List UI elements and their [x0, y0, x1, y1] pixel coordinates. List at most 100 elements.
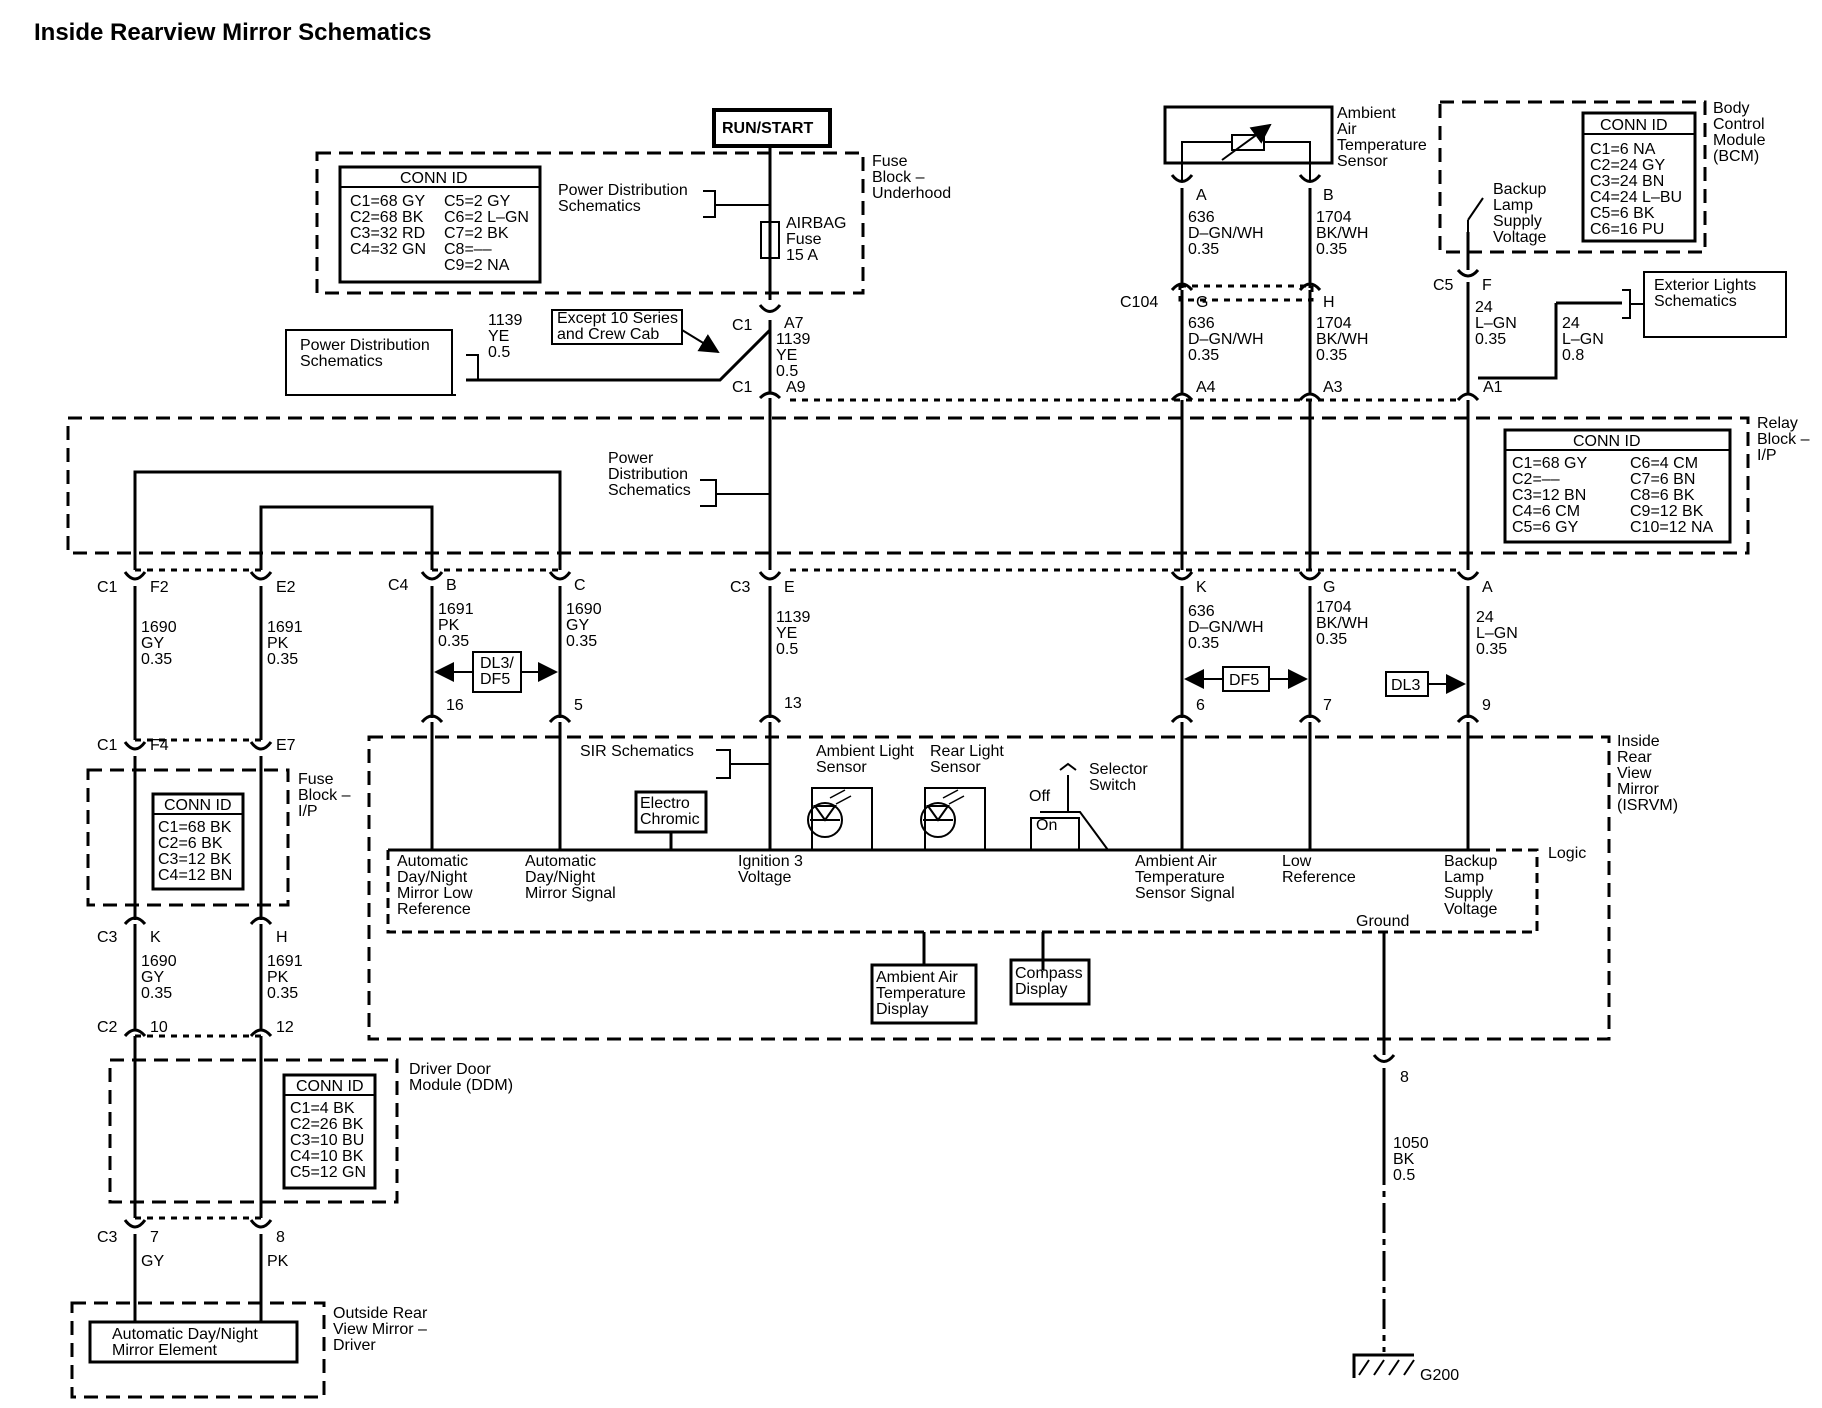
wire-1139-left: 1139 YE 0.5: [488, 312, 523, 361]
svg-text:Fuse: Fuse: [872, 153, 908, 170]
svg-text:Schematics: Schematics: [300, 353, 383, 370]
fuse-block-underhood: [315, 151, 865, 295]
sir-schematics-label: SIR Schematics: [580, 743, 694, 760]
svg-text:E7: E7: [276, 737, 296, 754]
svg-text:Backup: Backup: [1493, 181, 1546, 198]
selector-switch-label: Selector: [1089, 761, 1148, 778]
svg-text:Mirror: Mirror: [1617, 781, 1659, 798]
wire-1139-a7: 1139 YE 0.5: [776, 331, 811, 380]
compass-display: Compass Display: [1015, 965, 1083, 998]
svg-text:1704: 1704: [1316, 599, 1352, 616]
svg-text:0.35: 0.35: [141, 651, 172, 668]
isrvm-label: Inside Rear View Mirror (ISRVM): [1617, 733, 1678, 814]
conn-id-relay: C1=68 GY C2=–– C3=12 BN C4=6 CM C5=6 GY …: [1512, 455, 1713, 536]
svg-text:C9=2 NA: C9=2 NA: [444, 257, 510, 274]
svg-text:0.35: 0.35: [267, 985, 298, 1002]
svg-text:F: F: [1482, 277, 1492, 294]
svg-text:C2=24 GY: C2=24 GY: [1590, 157, 1665, 174]
svg-text:Voltage: Voltage: [1444, 901, 1497, 918]
svg-text:C7=6 BN: C7=6 BN: [1630, 471, 1695, 488]
svg-text:7: 7: [1323, 697, 1332, 714]
svg-text:C8=6 BK: C8=6 BK: [1630, 487, 1695, 504]
svg-text:A4: A4: [1196, 379, 1216, 396]
svg-text:C6=2 L–GN: C6=2 L–GN: [444, 209, 529, 226]
svg-text:Supply: Supply: [1493, 213, 1542, 230]
svg-text:AIRBAG: AIRBAG: [786, 215, 846, 232]
conn-id-fuse-ip: C1=68 BK C2=6 BK C3=12 BK C4=12 BN: [158, 819, 232, 884]
svg-text:Automatic: Automatic: [397, 853, 468, 870]
svg-text:Supply: Supply: [1444, 885, 1493, 902]
svg-text:A: A: [1196, 187, 1207, 204]
fuse-block-underhood-label: Fuse Block – Underhood: [872, 153, 951, 202]
airbag-fuse: [760, 221, 780, 259]
svg-text:Compass: Compass: [1015, 965, 1083, 982]
svg-text:Outside Rear: Outside Rear: [333, 1305, 428, 1322]
ddm-label: Driver Door Module (DDM): [409, 1061, 513, 1094]
svg-text:Ambient Air: Ambient Air: [1135, 853, 1217, 870]
fuse-block-ip-label: Fuse Block – I/P: [298, 771, 351, 820]
svg-text:0.5: 0.5: [776, 363, 798, 380]
svg-text:BK/WH: BK/WH: [1316, 331, 1368, 348]
df5-label: DF5: [1229, 672, 1259, 689]
svg-text:C1: C1: [732, 379, 753, 396]
svg-text:Power Distribution: Power Distribution: [300, 337, 430, 354]
svg-text:8: 8: [1400, 1069, 1409, 1086]
svg-text:C1=68 BK: C1=68 BK: [158, 819, 232, 836]
backup-lamp-label: Backup Lamp Supply Voltage: [1493, 181, 1546, 246]
exterior-lights-label: Exterior Lights Schematics: [1654, 277, 1756, 310]
svg-text:YE: YE: [776, 625, 797, 642]
svg-text:GY: GY: [141, 635, 164, 652]
svg-text:636: 636: [1188, 603, 1215, 620]
svg-text:0.35: 0.35: [1188, 635, 1219, 652]
svg-text:C3=12 BK: C3=12 BK: [158, 851, 232, 868]
conn-id-title: CONN ID: [400, 170, 468, 187]
airbag-fuse-label: AIRBAG Fuse 15 A: [786, 215, 846, 264]
svg-text:E2: E2: [276, 579, 296, 596]
svg-text:Inside: Inside: [1617, 733, 1660, 750]
g200-label: G200: [1420, 1367, 1459, 1384]
svg-text:0.8: 0.8: [1562, 347, 1584, 364]
svg-text:H: H: [1323, 294, 1335, 311]
bcm-block: [1438, 100, 1707, 254]
svg-text:0.35: 0.35: [141, 985, 172, 1002]
svg-text:G: G: [1323, 579, 1335, 596]
svg-text:Chromic: Chromic: [640, 811, 700, 828]
svg-text:E: E: [784, 579, 795, 596]
svg-text:9: 9: [1482, 697, 1491, 714]
svg-text:C7=2 BK: C7=2 BK: [444, 225, 509, 242]
svg-text:12: 12: [276, 1019, 294, 1036]
svg-text:Sensor: Sensor: [930, 759, 981, 776]
svg-text:Underhood: Underhood: [872, 185, 951, 202]
svg-text:C6=16 PU: C6=16 PU: [1590, 221, 1664, 238]
svg-text:C3: C3: [97, 1229, 118, 1246]
svg-text:Ambient: Ambient: [1337, 105, 1396, 122]
wire-636-a: 636 D–GN/WH 0.35: [1188, 209, 1264, 258]
electro-chromic-label: Electro: [640, 795, 690, 812]
svg-text:C5=2 GY: C5=2 GY: [444, 193, 511, 210]
svg-text:C1=68 GY: C1=68 GY: [1512, 455, 1587, 472]
mirror-element-label: Automatic Day/Night Mirror Element: [112, 1326, 258, 1359]
svg-text:636: 636: [1188, 209, 1215, 226]
svg-text:D–GN/WH: D–GN/WH: [1188, 225, 1264, 242]
svg-text:1690: 1690: [141, 953, 177, 970]
svg-text:(ISRVM): (ISRVM): [1617, 797, 1678, 814]
svg-text:Driver: Driver: [333, 1337, 376, 1354]
svg-text:C5=6 BK: C5=6 BK: [1590, 205, 1655, 222]
svg-text:0.35: 0.35: [1475, 331, 1506, 348]
svg-text:C4=6 CM: C4=6 CM: [1512, 503, 1580, 520]
svg-text:Temperature: Temperature: [1135, 869, 1225, 886]
svg-text:Voltage: Voltage: [1493, 229, 1546, 246]
svg-text:L–GN: L–GN: [1475, 315, 1517, 332]
svg-text:Reference: Reference: [397, 901, 471, 918]
ambient-sensor-label: Ambient Air Temperature Sensor: [1337, 105, 1427, 170]
svg-text:DF5: DF5: [480, 671, 510, 688]
svg-text:B: B: [446, 577, 457, 594]
svg-text:Block –: Block –: [298, 787, 351, 804]
svg-text:C5=6 GY: C5=6 GY: [1512, 519, 1579, 536]
svg-text:View Mirror –: View Mirror –: [333, 1321, 427, 1338]
svg-text:PK: PK: [438, 617, 460, 634]
svg-text:CONN ID: CONN ID: [1600, 117, 1668, 134]
svg-text:GY: GY: [141, 1253, 164, 1270]
svg-text:View: View: [1617, 765, 1652, 782]
